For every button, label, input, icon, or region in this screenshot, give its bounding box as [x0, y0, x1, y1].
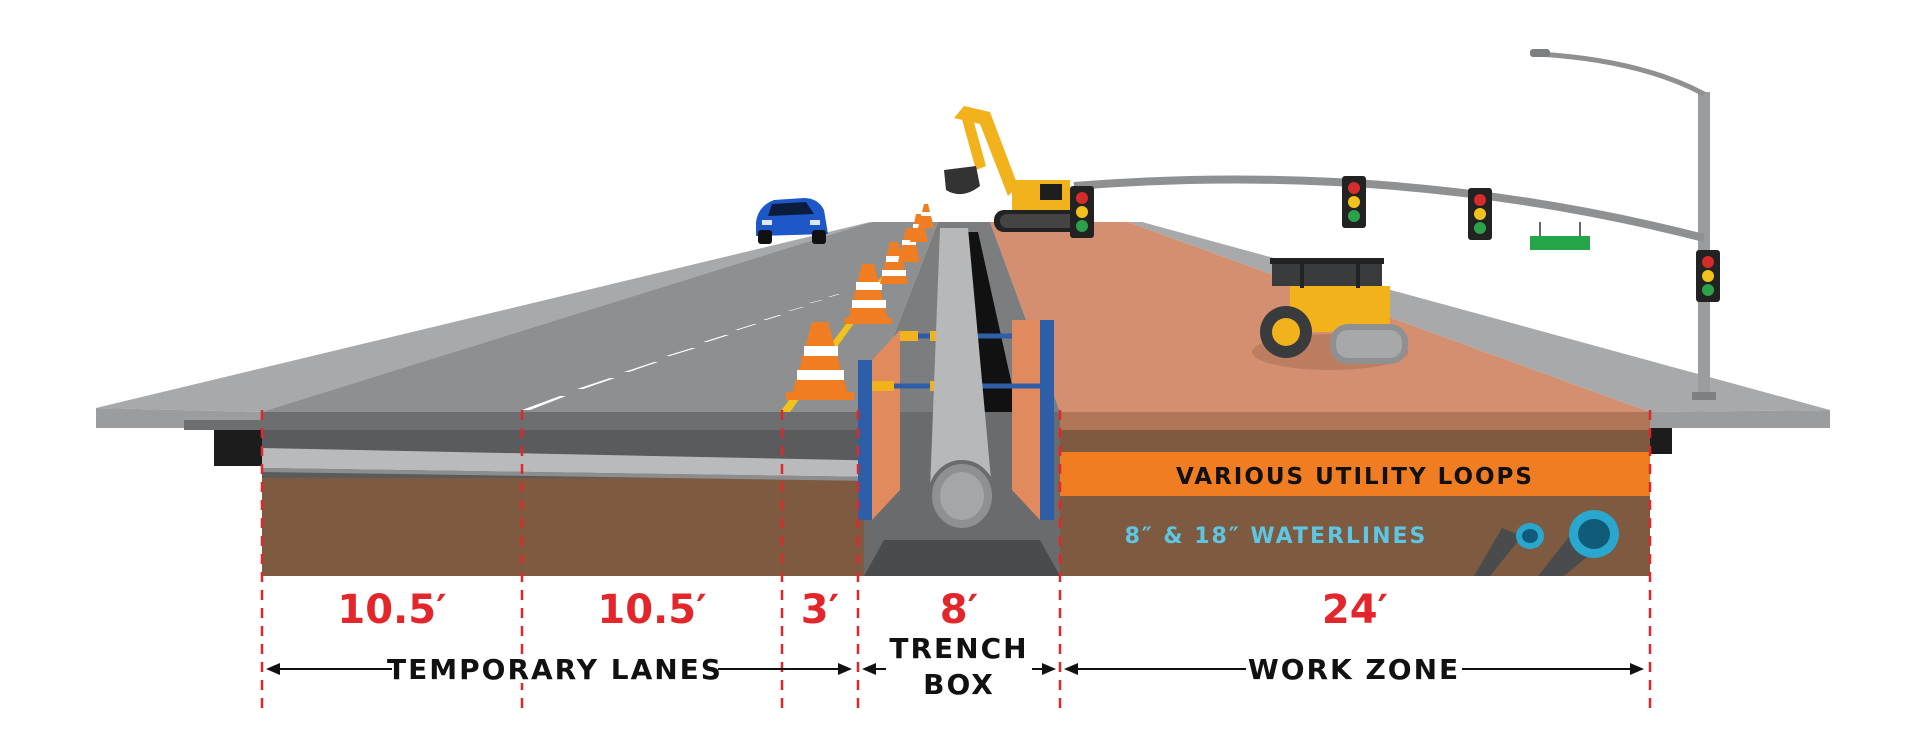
signal-mast: [1073, 49, 1716, 400]
trench-box-right-panel: [1040, 320, 1054, 520]
left-soil: [262, 478, 864, 576]
blue-car: [756, 198, 828, 244]
traffic-light: [1342, 176, 1366, 228]
cross-section-face: [184, 228, 1672, 576]
temporary-lanes-label: TEMPORARY LANES: [387, 653, 723, 686]
excavator: [944, 106, 1086, 232]
curb-block-right: [1650, 428, 1672, 454]
traffic-cone: [880, 242, 908, 284]
traffic-light: [1468, 188, 1492, 240]
dimension-lines: [260, 410, 1652, 708]
street-sign: [1530, 222, 1590, 250]
traffic-cone: [844, 264, 892, 324]
traffic-cone: [786, 322, 854, 400]
traffic-light: [1070, 186, 1094, 238]
lane-dashes: [522, 294, 840, 410]
curb-block-left: [214, 430, 262, 466]
left-curb-strip: [96, 222, 872, 412]
right-sidewalk: [1650, 410, 1830, 428]
waterline-pipes: [1474, 510, 1619, 576]
traffic-light: [1696, 250, 1720, 302]
trench-floor: [864, 540, 1060, 576]
trench-pipe-body: [930, 228, 992, 490]
traffic-cones: [786, 204, 934, 400]
trench-box-left-face: [872, 330, 900, 520]
dimension-trench-box: 8′: [940, 587, 978, 633]
work-zone-label: WORK ZONE: [1248, 653, 1460, 686]
utility-loops-label: VARIOUS UTILITY LOOPS: [1176, 464, 1534, 490]
dimension-lane-2: 10.5′: [597, 587, 706, 633]
trench-box-label-line1: TRENCH: [889, 632, 1028, 665]
left-pavement-edge: [184, 420, 264, 430]
trench-box-right-face: [1012, 320, 1040, 520]
asphalt-layer: [262, 412, 864, 430]
utility-loops-band: [1060, 452, 1650, 496]
signal-arm: [1073, 175, 1705, 242]
dimension-shoulder: 3′: [801, 587, 839, 633]
dimension-work-zone: 24′: [1322, 587, 1388, 633]
work-zone-band-top: [1060, 430, 1650, 452]
span-arrows: [266, 663, 1644, 675]
street-light-arm: [1537, 51, 1706, 97]
trench-box-label-line2: BOX: [923, 668, 995, 701]
work-zone-cap: [1060, 412, 1650, 430]
traffic-cone: [898, 228, 920, 262]
trench-box-left-panel: [858, 360, 872, 520]
signal-pole: [1698, 92, 1710, 398]
traffic-cone: [918, 204, 934, 228]
road-roller: [1252, 258, 1408, 370]
dimension-lane-1: 10.5′: [337, 587, 446, 633]
temporary-lanes-asphalt: [262, 222, 938, 412]
waterlines-label: 8″ & 18″ WATERLINES: [1125, 524, 1428, 549]
